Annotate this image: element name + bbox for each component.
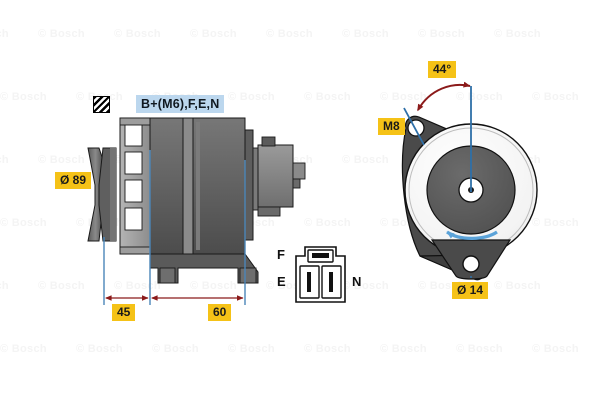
- rotation-direction-arrow: [446, 230, 498, 240]
- mounting-hole-m8: [407, 119, 425, 137]
- connector-plug-drawing: [295, 246, 346, 303]
- terminal-letter-f: F: [277, 247, 285, 262]
- extension-lines: [103, 150, 246, 305]
- dimension-60-label: 60: [208, 304, 232, 321]
- mounting-hole-lower: [462, 255, 480, 273]
- terminal-letter-n: N: [352, 274, 362, 289]
- regulator-housing: [244, 129, 306, 241]
- dimension-45-label: 45: [112, 304, 136, 321]
- end-view-leader-lines: [403, 86, 472, 192]
- terminal-designation-label: B+(M6),F,E,N: [136, 95, 225, 113]
- pulley: [87, 147, 117, 242]
- hatched-square-icon: [93, 96, 110, 113]
- terminal-letter-e: E: [277, 274, 286, 289]
- hole-diameter-label: Ø 14: [452, 282, 489, 299]
- terminal-slot-n: [329, 272, 333, 292]
- angle-label: 44°: [428, 61, 457, 78]
- stator-body: [149, 117, 259, 284]
- alternator-side-view-group: [87, 117, 306, 305]
- alternator-end-view-group: [401, 81, 538, 281]
- pulley-diameter-label: Ø 89: [55, 172, 92, 189]
- terminal-slot-f: [312, 253, 329, 258]
- drive-end-housing: [119, 117, 151, 255]
- angle-arc-44: [417, 81, 471, 112]
- m8-thread-label: M8: [378, 118, 405, 135]
- terminal-slot-e: [307, 272, 311, 292]
